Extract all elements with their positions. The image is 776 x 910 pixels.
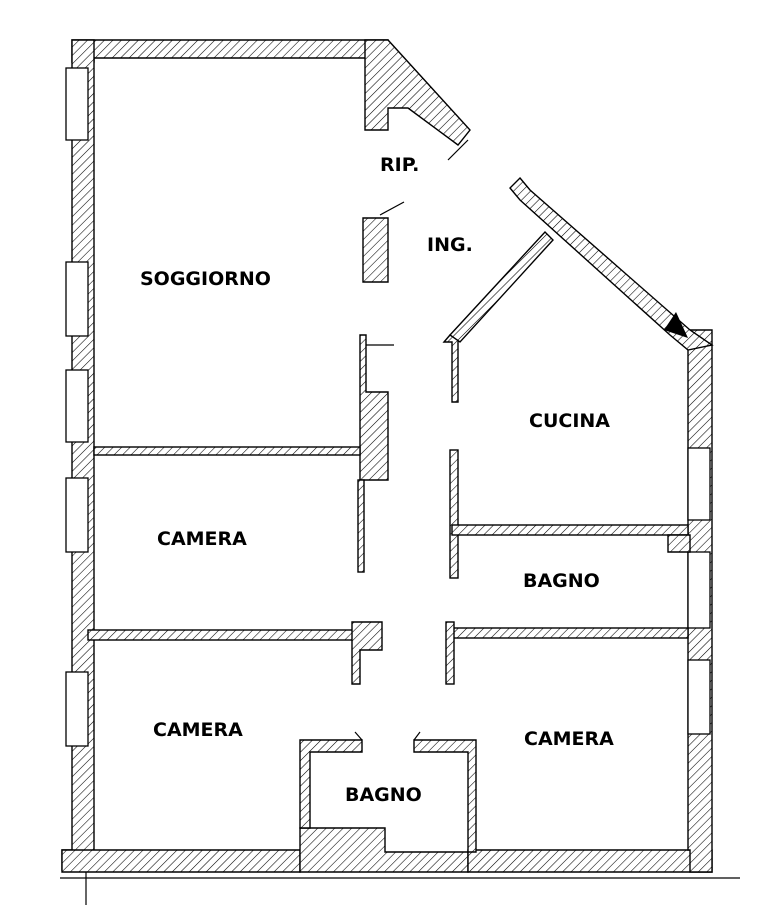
kitchen-inner-angled-wall (448, 230, 554, 343)
corridor-left-wall-low (357, 479, 365, 573)
corridor-left-wall-top (359, 334, 389, 481)
window-right-3 (687, 659, 711, 735)
label-rip: RIP. (380, 154, 419, 176)
top-wall (71, 39, 389, 63)
window-left-5 (65, 671, 89, 747)
cucina-bagno-wall (451, 524, 689, 536)
window-left-4 (65, 477, 89, 553)
lower-bagno-door-right (413, 731, 421, 741)
window-right-2 (687, 551, 711, 629)
bagno-camera-wall (451, 627, 689, 639)
bottom-wall-right (467, 849, 713, 873)
label-cucina: CUCINA (529, 410, 610, 432)
kitchen-corridor-wall (442, 334, 459, 403)
window-left-3 (65, 369, 89, 443)
window-left-1 (65, 67, 89, 141)
bagno-right-jamb (667, 534, 691, 553)
lower-bagno-wall-right (413, 739, 477, 853)
corridor-stub-left (351, 621, 383, 685)
room-labels: SOGGIORNO RIP. ING. CUCINA CAMERA BAGNO … (140, 154, 614, 806)
bottom-wall-bagno (299, 827, 469, 873)
rip-door-1 (379, 201, 405, 216)
corridor-right-wall (449, 449, 459, 579)
lower-bagno-door-left (354, 731, 363, 741)
corridor-stub-right (445, 621, 455, 685)
bottom-wall-left (61, 849, 301, 873)
label-bagno-1: BAGNO (523, 570, 600, 592)
soggiorno-camera-wall (93, 446, 361, 456)
kitchen-vent-triangle (664, 312, 688, 338)
kitchen-angled-wall (509, 176, 714, 351)
label-camera-3: CAMERA (524, 728, 614, 750)
rip-door-2 (447, 139, 469, 161)
label-soggiorno: SOGGIORNO (140, 268, 271, 290)
entry-angled-wall (364, 39, 471, 146)
camera-camera-wall (87, 629, 359, 641)
interior-walls (87, 139, 691, 853)
windows (65, 67, 711, 747)
label-camera-1: CAMERA (157, 528, 247, 550)
label-bagno-2: BAGNO (345, 784, 422, 806)
window-left-2 (65, 261, 89, 337)
label-camera-2: CAMERA (153, 719, 243, 741)
label-ing: ING. (427, 234, 473, 256)
window-right-1 (687, 447, 711, 521)
rip-wall (362, 217, 389, 283)
